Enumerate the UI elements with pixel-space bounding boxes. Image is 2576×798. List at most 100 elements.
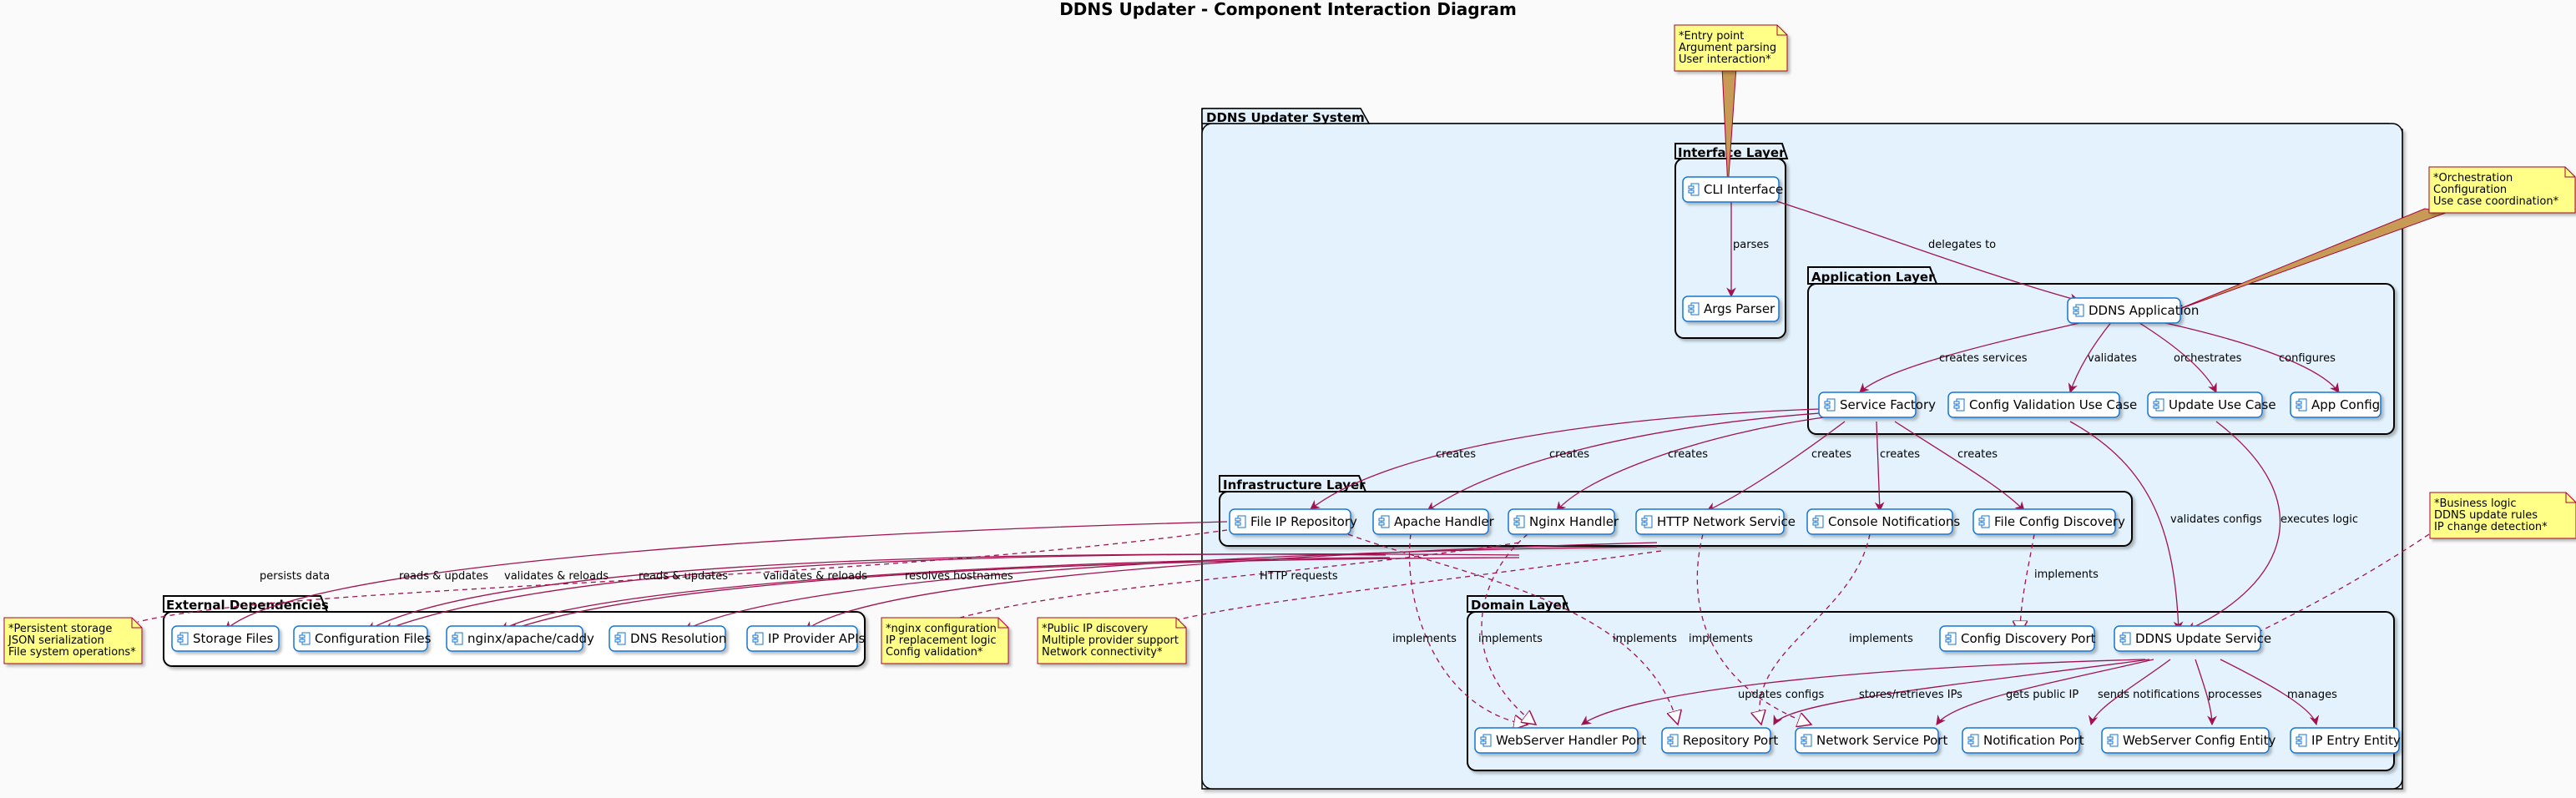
edge-manages <box>2220 659 2320 726</box>
edge-app-validates <box>2068 321 2113 394</box>
component-icon <box>1824 398 1836 412</box>
note-line: *Orchestration <box>2433 172 2513 184</box>
component-ddns-app: DDNS Application <box>2067 297 2199 324</box>
component-nginx: Nginx Handler <box>1508 508 1619 535</box>
component-icon <box>1945 632 1957 645</box>
component-icon <box>2119 632 2131 645</box>
component-storage-files: Storage Files <box>171 625 280 652</box>
note-line: Multiple provider support <box>1042 634 1179 647</box>
note-line: *Persistent storage <box>8 623 112 635</box>
component-icon <box>752 632 764 645</box>
package-application-title: Application Layer <box>1811 270 1935 285</box>
edges <box>137 200 2430 726</box>
component-icon <box>1688 302 1700 316</box>
component-label: Args Parser <box>1704 301 1775 316</box>
component-notif-port: Notification Port <box>1962 727 2084 754</box>
label-creates-5: creates <box>1880 448 1920 461</box>
edge-factory-creates-console <box>1874 421 1885 513</box>
edge-factory-creates-nginx <box>1556 417 1825 512</box>
component-icon <box>2073 304 2084 317</box>
note-line: User interaction* <box>1679 53 1771 66</box>
note-line: Argument parsing <box>1679 42 1776 54</box>
component-web-servers: nginx/apache/caddy <box>446 625 594 652</box>
edge-resolves <box>683 546 1658 631</box>
component-icon <box>2153 398 2164 412</box>
component-label: File Config Discovery <box>1994 514 2125 529</box>
note-line: Configuration <box>2433 184 2507 196</box>
label-reads-updates-1: reads & updates <box>399 570 488 583</box>
label-creates-3: creates <box>1668 448 1708 461</box>
label-creates-2: creates <box>1549 448 1589 461</box>
label-resolves: resolves hostnames <box>905 570 1013 583</box>
component-http-net: HTTP Network Service <box>1635 508 1796 535</box>
label-configures: configures <box>2279 352 2336 365</box>
component-label: Storage Files <box>193 631 274 646</box>
component-icon <box>614 632 626 645</box>
component-factory: Service Factory <box>1818 391 1936 418</box>
component-label: DDNS Update Service <box>2135 631 2271 646</box>
label-manages: manages <box>2287 689 2337 701</box>
component-label: App Config <box>2311 397 2380 412</box>
component-cli: CLI Interface <box>1682 176 1783 203</box>
component-icon <box>2296 734 2307 747</box>
note-line: *Entry point <box>1679 30 1744 43</box>
component-label: CLI Interface <box>1704 182 1783 197</box>
component-ws-config-entity: WebServer Config Entity <box>2101 727 2275 754</box>
diagram-title: DDNS Updater - Component Interaction Dia… <box>1059 0 1517 19</box>
edge-app-configures <box>2157 321 2340 393</box>
component-apache: Apache Handler <box>1372 508 1495 535</box>
edge-apache-validates <box>499 557 1391 631</box>
component-label: WebServer Handler Port <box>1496 733 1646 748</box>
component-icon <box>1812 515 1824 528</box>
component-config-disc-port: Config Discovery Port <box>1939 625 2096 652</box>
component-label: nginx/apache/caddy <box>467 631 594 646</box>
component-label: File IP Repository <box>1250 514 1357 529</box>
note-line: File system operations* <box>8 646 136 659</box>
label-implements-discovery: implements <box>2034 568 2099 581</box>
label-delegates: delegates to <box>1928 239 1996 251</box>
component-icon <box>2107 734 2119 747</box>
edge-factory-creates-http <box>1705 421 1846 512</box>
note-line: IP change detection* <box>2434 521 2548 533</box>
label-persists: persists data <box>260 570 330 583</box>
label-implements-1: implements <box>1392 633 1457 645</box>
component-label: Nginx Handler <box>1529 514 1619 529</box>
component-file-ip-repo: File IP Repository <box>1229 508 1357 535</box>
label-reads-updates-2: reads & updates <box>639 570 728 583</box>
component-label: DNS Resolution <box>630 631 726 646</box>
label-implements-2: implements <box>1478 633 1543 645</box>
label-creates-1: creates <box>1436 448 1476 461</box>
note-link-business <box>2253 533 2430 635</box>
component-icon <box>1667 734 1679 747</box>
component-ws-handler-port: WebServer Handler Port <box>1474 727 1646 754</box>
label-sends-notifications: sends notifications <box>2098 689 2200 701</box>
component-label: Notification Port <box>1983 733 2084 748</box>
note-line: *Public IP discovery <box>1042 623 1149 635</box>
edge-stores-ips <box>1773 659 2150 726</box>
component-config-files: Configuration Files <box>293 625 432 652</box>
label-updates-configs: updates configs <box>1738 689 1824 701</box>
component-icon <box>1480 734 1492 747</box>
note-line: Use case coordination* <box>2433 195 2559 208</box>
edge-console-implements <box>1760 533 1871 725</box>
label-implements-3: implements <box>1613 633 1677 645</box>
edge-repo-implements <box>1347 533 1678 725</box>
label-orchestrates: orchestrates <box>2174 352 2242 365</box>
edge-validates-configs <box>2069 421 2184 632</box>
edge-updates-configs <box>1581 659 2146 725</box>
package-infrastructure-title: Infrastructure Layer <box>1223 477 1366 492</box>
component-icon <box>1688 183 1700 196</box>
edge-executes-logic <box>2185 421 2281 631</box>
component-config-val: Config Validation Use Case <box>1947 391 2137 418</box>
component-icon <box>1978 515 1990 528</box>
component-ip-entry-entity: IP Entry Entity <box>2290 727 2401 754</box>
edge-nginx-reads <box>382 553 1520 632</box>
note-line: Network connectivity* <box>1042 646 1163 659</box>
note-line: JSON serialization <box>8 634 104 647</box>
